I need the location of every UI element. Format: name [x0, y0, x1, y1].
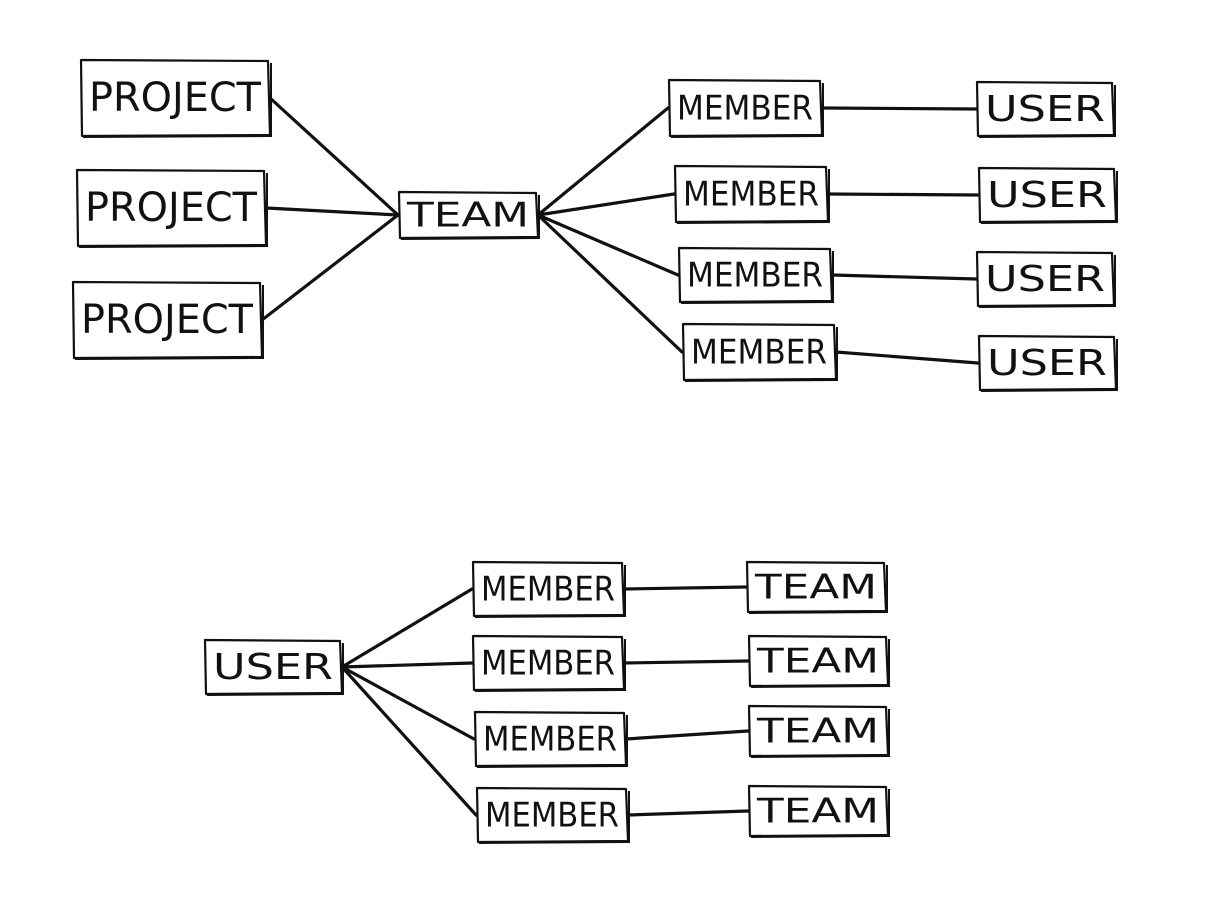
edge-p3-t	[260, 213, 400, 322]
edge-t-m3	[536, 213, 680, 277]
node-label: MEMBER	[481, 570, 615, 610]
node-box-shadow	[74, 285, 264, 360]
node-label: TEAM	[756, 792, 879, 832]
node-box-shadow	[750, 709, 890, 758]
node-member-m2: MEMBER	[673, 164, 830, 224]
node-user-u4: USER	[977, 334, 1118, 392]
edge-m4-u4	[834, 350, 980, 365]
node-box-shadow	[476, 715, 628, 768]
node-box-shadow	[474, 565, 626, 618]
node-box-shadow	[750, 639, 890, 688]
node-box-shadow	[478, 791, 630, 844]
node-project-p1: PROJECT	[79, 58, 272, 138]
node-box-shadow	[676, 169, 830, 224]
node-user-u1: USER	[975, 80, 1116, 138]
node-label: MEMBER	[683, 175, 819, 215]
node-team-t: TEAM	[397, 190, 540, 240]
node-member-m4: MEMBER	[681, 322, 838, 382]
node-team-bt4: TEAM	[747, 784, 890, 838]
edge-m2-u2	[826, 192, 980, 197]
node-label: MEMBER	[687, 256, 823, 296]
node-label: USER	[987, 175, 1107, 216]
edges-layer	[260, 96, 980, 817]
node-box-shadow	[78, 173, 268, 248]
node-box-shadow	[670, 83, 824, 138]
node-label: USER	[985, 259, 1105, 300]
node-box-shadow	[474, 639, 626, 692]
node-label: PROJECT	[89, 75, 262, 121]
node-box-shadow	[206, 643, 344, 696]
node-label: TEAM	[756, 642, 879, 682]
node-box-shadow	[82, 63, 272, 138]
node-team-bt1: TEAM	[745, 560, 888, 614]
node-project-p3: PROJECT	[71, 280, 264, 360]
node-user-u3: USER	[975, 250, 1116, 308]
edge-p1-t	[268, 96, 400, 217]
node-label: USER	[985, 89, 1105, 130]
edge-bm3-bt3	[624, 729, 750, 741]
node-box-shadow	[978, 85, 1116, 138]
node-member-bm4: MEMBER	[475, 786, 630, 844]
node-label: MEMBER	[481, 644, 615, 684]
node-project-p2: PROJECT	[75, 168, 268, 248]
edge-bm2-bt2	[622, 659, 750, 665]
edge-u-bm1	[340, 587, 474, 669]
node-box-shadow	[980, 339, 1118, 392]
node-member-bm2: MEMBER	[471, 634, 626, 692]
node-member-m3: MEMBER	[677, 246, 834, 304]
node-box-shadow	[400, 195, 540, 240]
node-box-shadow	[978, 255, 1116, 308]
node-label: USER	[987, 343, 1107, 384]
node-box-shadow	[748, 565, 888, 614]
node-label: USER	[213, 647, 333, 688]
node-user-u: USER	[203, 638, 344, 696]
node-label: TEAM	[406, 196, 529, 236]
edge-u-bm3	[340, 665, 476, 741]
edge-t-m1	[536, 106, 670, 217]
edge-m3-u3	[830, 273, 978, 281]
edge-m1-u1	[820, 106, 978, 111]
node-team-bt2: TEAM	[747, 634, 890, 688]
node-label: TEAM	[756, 712, 879, 752]
edge-u-bm2	[340, 661, 474, 669]
edge-p2-t	[264, 206, 400, 217]
node-box-shadow	[680, 251, 834, 304]
edge-bm1-bt1	[622, 585, 748, 591]
node-box-shadow	[750, 789, 890, 838]
node-user-u2: USER	[977, 166, 1118, 224]
node-label: MEMBER	[691, 333, 827, 373]
node-label: PROJECT	[85, 185, 258, 231]
edge-t-m4	[536, 213, 684, 354]
node-label: TEAM	[754, 568, 877, 608]
node-label: PROJECT	[81, 297, 254, 343]
node-label: MEMBER	[483, 720, 617, 760]
node-member-m1: MEMBER	[667, 78, 824, 138]
edge-t-m2	[536, 192, 676, 217]
edge-bm4-bt4	[626, 809, 750, 817]
edge-u-bm4	[340, 665, 478, 817]
node-team-bt3: TEAM	[747, 704, 890, 758]
node-label: MEMBER	[485, 796, 619, 836]
node-member-bm1: MEMBER	[471, 560, 626, 618]
node-box-shadow	[980, 171, 1118, 224]
node-box-shadow	[684, 327, 838, 382]
node-label: MEMBER	[677, 89, 813, 129]
nodes-layer: PROJECT PROJECT PROJECT TEAM MEMBER MEMBER MEM…	[71, 58, 1118, 844]
node-member-bm3: MEMBER	[473, 710, 628, 768]
